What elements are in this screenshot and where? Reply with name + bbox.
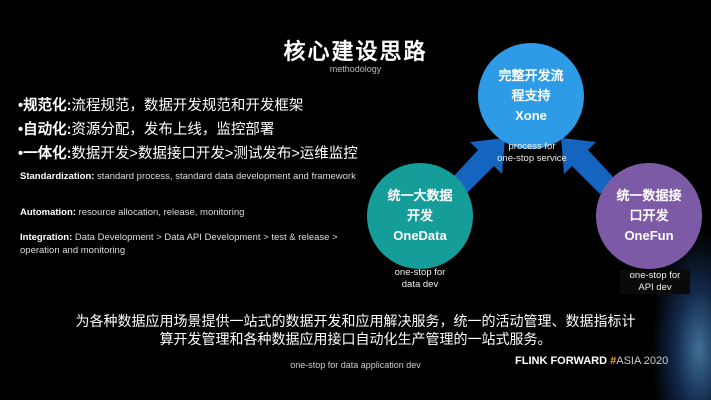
bullet-integration: •一体化:数据开发>数据接口开发>测试发布>运维监控	[18, 142, 358, 163]
brand-event: ASIA 2020	[616, 355, 669, 367]
circle-name: OneData	[393, 228, 447, 243]
arrow-onedata-to-xone	[452, 138, 505, 194]
bullet-automation: •自动化:资源分配，发布上线，监控部署	[18, 118, 274, 139]
bullet-text: 流程规范，数据开发规范和开发框架	[71, 98, 304, 114]
en-label: Standardization:	[20, 171, 95, 182]
slide-subtitle: methodology	[329, 64, 382, 74]
english-automation: Automation: resource allocation, release…	[20, 206, 370, 219]
description-line: 为各种数据应用场景提供一站式的数据开发和应用解决服务，统一的活动管理、数据指标计	[75, 313, 636, 329]
brand-logo: FLINK FORWARD #ASIA 2020	[515, 355, 668, 367]
footer-caption: one-stop for data application dev	[290, 360, 421, 370]
bullet-label: •规范化:	[18, 98, 72, 114]
circle-name: Xone	[515, 108, 547, 123]
english-standardization: Standardization: standard process, stand…	[20, 170, 370, 183]
onedata-circle: 统一大数据 开发 OneData	[367, 163, 473, 269]
xone-circle: 完整开发流 程支持 Xone	[478, 43, 584, 149]
circle-text: 完整开发流	[498, 68, 564, 83]
circle-text: 开发	[406, 208, 433, 223]
circle-text: 统一数据接	[616, 188, 682, 203]
arrow-onefun-to-xone	[561, 138, 614, 194]
en-text: standard process, standard data developm…	[94, 171, 356, 182]
circle-text: 口开发	[629, 208, 669, 223]
caption-line: one-stop for	[629, 270, 681, 281]
onefun-circle: 统一数据接 口开发 OneFun	[596, 163, 702, 269]
circle-text: 程支持	[511, 88, 551, 103]
bullet-text: 资源分配，发布上线，监控部署	[71, 122, 275, 138]
caption-line: API dev	[638, 282, 672, 293]
bullet-label: •一体化:	[18, 146, 72, 162]
circle-name: OneFun	[624, 228, 674, 243]
brand-main: FLINK FORWARD	[515, 355, 611, 367]
caption-line: one-stop service	[497, 153, 567, 164]
caption-line: data dev	[401, 279, 439, 290]
en-text: resource allocation, release, monitoring	[75, 207, 245, 218]
en-text: Data Development > Data API Development …	[20, 232, 338, 256]
english-integration: Integration: Data Development > Data API…	[20, 231, 370, 257]
en-label: Automation:	[20, 207, 76, 218]
bullet-standardization: •规范化:流程规范，数据开发规范和开发框架	[18, 94, 303, 115]
bullet-label: •自动化:	[18, 122, 72, 138]
caption-line: one-stop for	[394, 267, 446, 278]
caption-line: process for	[508, 141, 556, 152]
circle-text: 统一大数据	[387, 188, 453, 203]
slide-title: 核心建设思路	[283, 39, 428, 64]
en-label: Integration:	[20, 232, 73, 243]
brand-hash: #	[610, 355, 617, 367]
bullet-text: 数据开发>数据接口开发>测试发布>运维监控	[71, 146, 358, 162]
description: 为各种数据应用场景提供一站式的数据开发和应用解决服务，统一的活动管理、数据指标计…	[0, 312, 711, 348]
description-line: 算开发管理和各种数据应用接口自动化生产管理的一站式服务。	[159, 331, 552, 347]
